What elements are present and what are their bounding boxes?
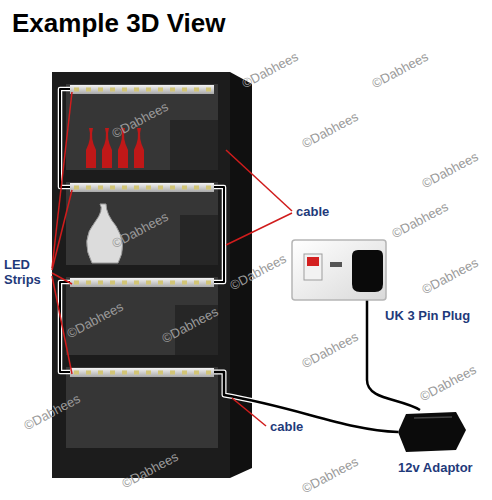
wall-socket (292, 240, 386, 300)
power-adaptor (398, 412, 466, 452)
socket-hole (330, 262, 342, 267)
cable-halo (214, 372, 398, 432)
red-vase (134, 128, 144, 168)
watermark: ©Dabhees (419, 149, 480, 191)
cable-halo (60, 89, 70, 187)
led-dots (74, 281, 212, 285)
leader-group (52, 92, 292, 426)
part-label: cable (270, 419, 303, 434)
watermark: ©Dabhees (299, 454, 360, 496)
leader-line (226, 150, 292, 211)
shelf-compartment (66, 182, 218, 265)
watermark: ©Dabhees (389, 199, 450, 241)
leader-line (232, 398, 266, 426)
watermark: ©Dabhees (369, 49, 430, 91)
led-strip (70, 183, 214, 192)
part-label: LED Strips (4, 258, 41, 288)
watermark: ©Dabhees (299, 329, 360, 371)
red-vase (86, 128, 96, 168)
cable-group (60, 89, 420, 432)
shelf-frame (52, 72, 230, 478)
switch-indicator (307, 257, 319, 266)
socket-switch (304, 254, 322, 280)
uk-plug (352, 250, 383, 292)
leader-line (52, 92, 72, 268)
cable (214, 372, 398, 432)
led-strip (70, 278, 214, 287)
shelf-block (170, 120, 218, 170)
shelf-compartment (66, 84, 218, 170)
shelf-block (180, 215, 218, 265)
leader-line (52, 190, 72, 270)
cable (60, 89, 70, 187)
watermark: ©Dabhees (417, 362, 478, 404)
red-vase (102, 128, 112, 168)
cable (214, 187, 224, 282)
led-dots (74, 371, 212, 375)
title: Example 3D View (12, 8, 225, 39)
led-strip (70, 85, 214, 94)
led-dots (74, 88, 212, 92)
watermark: ©Dabhees (299, 109, 360, 151)
leader-line (52, 273, 72, 284)
shelf-compartment (66, 367, 218, 448)
part-label: UK 3 Pin Plug (385, 308, 470, 323)
led-dots (74, 186, 212, 190)
led-strip (70, 368, 214, 377)
watermark: ©Dabhees (239, 49, 300, 91)
watermark: ©Dabhees (419, 255, 480, 297)
leader-line (226, 213, 292, 245)
adaptor-highlight (414, 417, 452, 418)
part-label: 12v Adaptor (398, 460, 473, 475)
part-label: cable (296, 204, 329, 219)
cable-halo (214, 187, 224, 282)
